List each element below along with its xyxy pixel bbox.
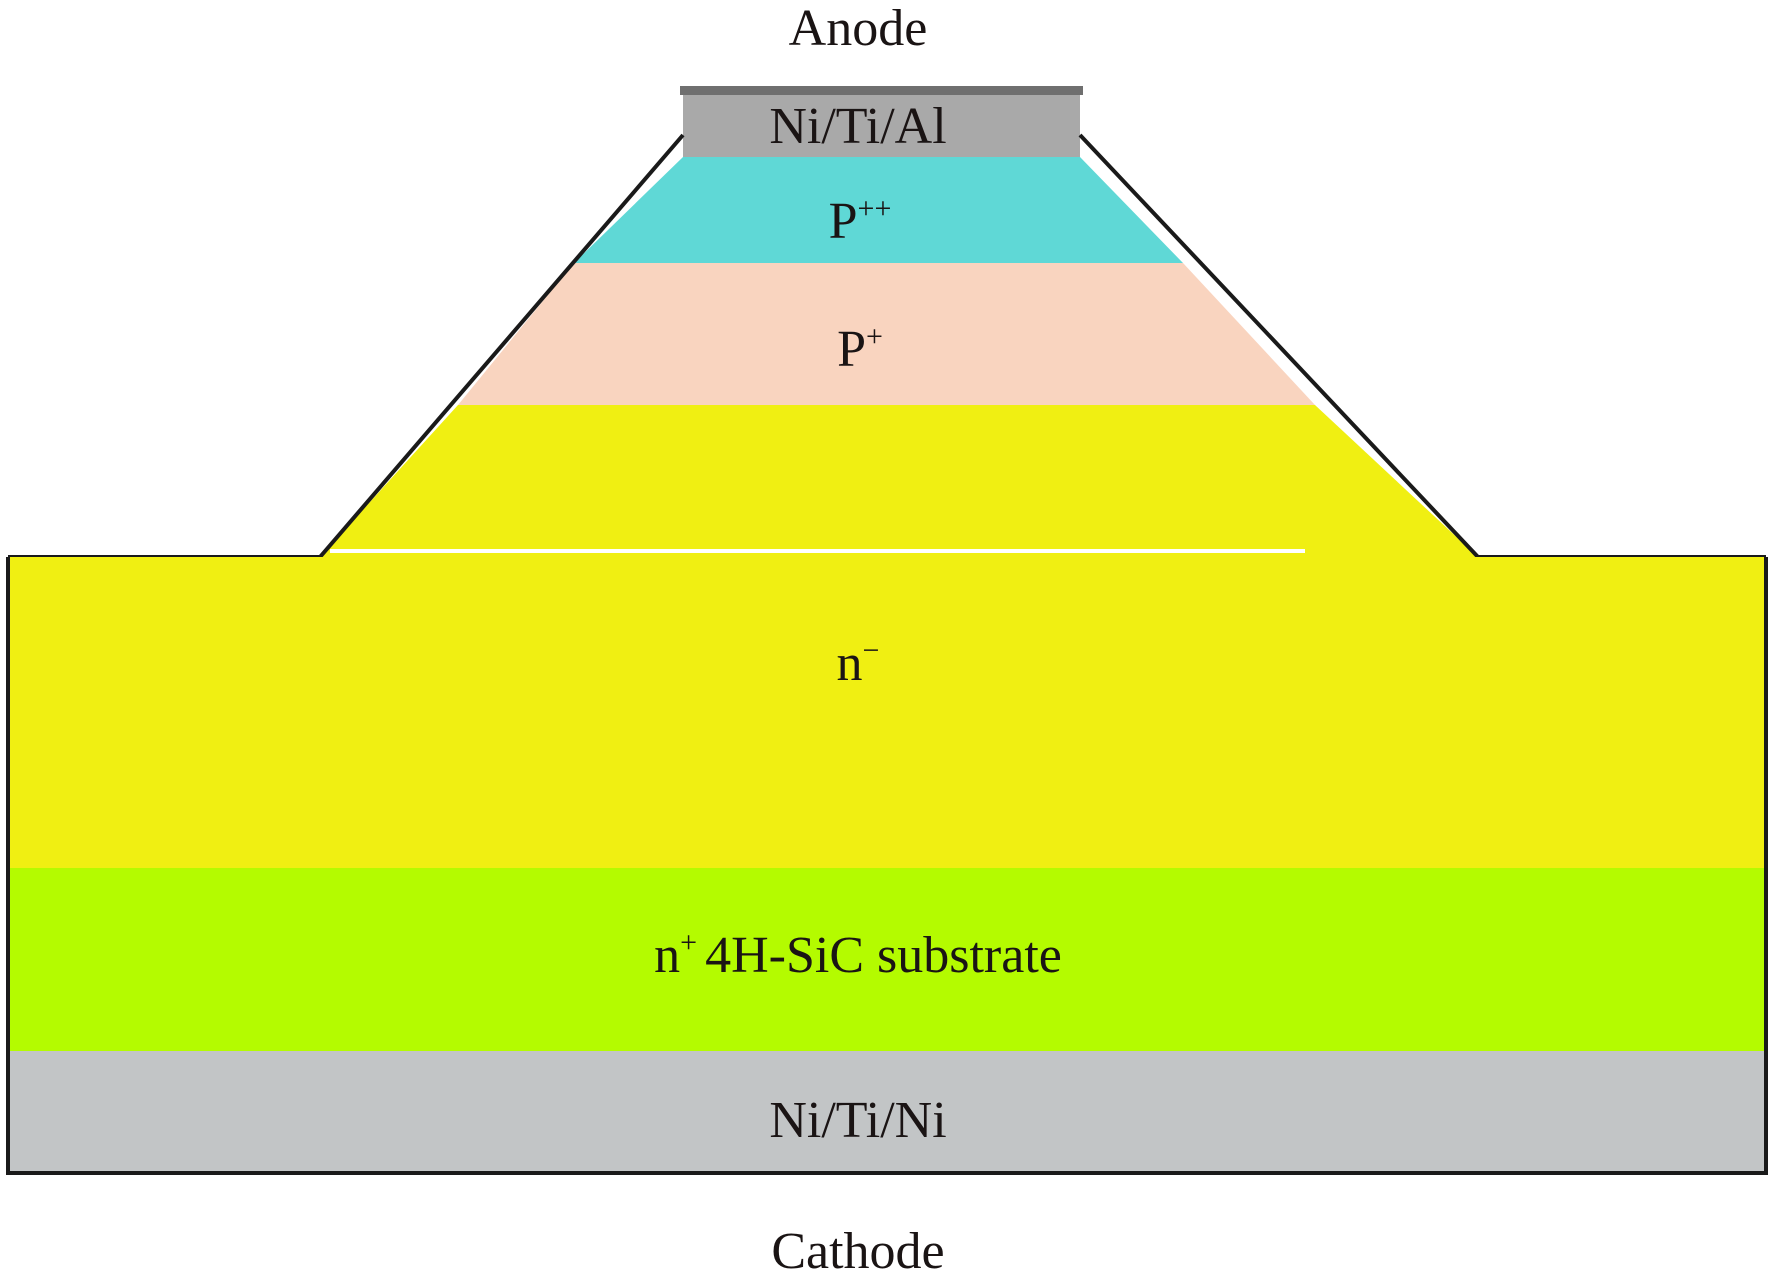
substrate-label: n+4H-SiC substrate — [654, 926, 1062, 984]
p-plus-superscript: + — [866, 320, 883, 353]
anode-label: Anode — [789, 0, 928, 57]
substrate-text: 4H-SiC substrate — [705, 927, 1062, 984]
p-plus-layer — [458, 263, 1315, 405]
n-minus-label: n− — [837, 634, 880, 692]
cathode-metal-layer — [8, 1051, 1766, 1173]
n-minus-superscript: − — [863, 634, 880, 667]
body-outline — [6, 557, 1768, 1175]
anode-metal-label: Ni/Ti/Al — [769, 98, 946, 155]
cathode-label: Cathode — [771, 1223, 944, 1280]
anode-metal-layer — [683, 95, 1080, 157]
n-minus-drift-layer — [8, 557, 1766, 868]
cathode-metal-label: Ni/Ti/Ni — [769, 1092, 946, 1149]
n-minus-mesa-layer — [320, 405, 1478, 557]
substrate-base: n — [654, 927, 680, 984]
p-plus-plus-base: P — [829, 193, 858, 250]
n-minus-base: n — [837, 635, 863, 692]
p-plus-plus-superscript: ++ — [858, 192, 892, 225]
p-plus-plus-label: P++ — [829, 192, 892, 250]
p-plus-base: P — [837, 321, 866, 378]
anode-metal-top-edge — [680, 86, 1083, 95]
p-plus-label: P+ — [837, 320, 883, 378]
substrate-superscript: + — [680, 926, 697, 959]
p-plus-plus-layer — [574, 157, 1183, 263]
substrate-layer — [8, 868, 1766, 1051]
